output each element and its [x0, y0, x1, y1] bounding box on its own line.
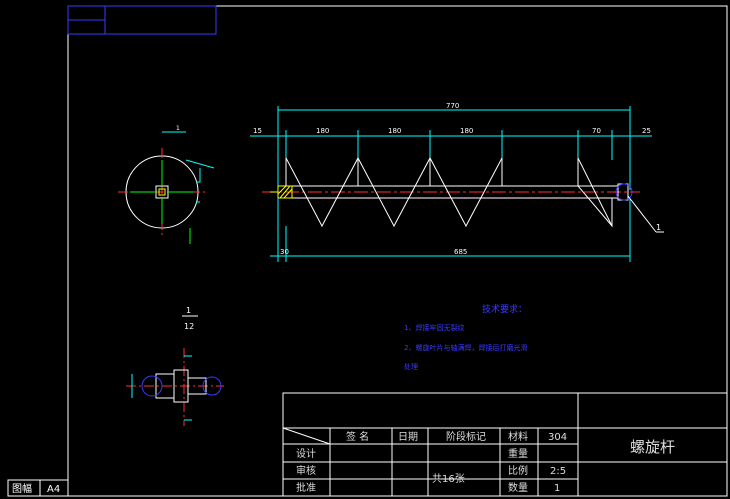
callout-leader [627, 195, 657, 233]
end-view-dim: 1 [176, 125, 180, 132]
tb-review-label: 审核 [296, 464, 316, 477]
dim-right-end: 25 [642, 127, 651, 135]
dim-pitch-2: 180 [388, 127, 401, 135]
tb-weight-label: 重量 [508, 447, 528, 460]
paper-size-label: 图幅 [12, 482, 32, 495]
detail-label-top: 1 [186, 306, 191, 315]
tb-design-label: 设计 [296, 447, 316, 460]
title-block: 签 名 日期 阶段标记 设计 审核 批准 材料 304 重量 比例 2:5 数量… [282, 392, 728, 497]
spiral-flights [285, 156, 503, 228]
tech-item-3: 处理 [404, 362, 418, 371]
dim-bottom-left: 30 [280, 248, 289, 256]
tech-item-1: 1、焊接牢固无裂纹 [404, 323, 464, 332]
dim-bottom-span: 685 [454, 248, 467, 256]
tb-scale-label: 比例 [508, 464, 528, 477]
end-view: 1 [118, 125, 215, 244]
paper-size-box [7, 479, 69, 497]
tb-quantity-value: 1 [554, 483, 560, 494]
tech-item-2: 2、螺旋叶片与轴满焊，焊接后打磨光滑 [404, 343, 527, 352]
dim-pitch-1: 180 [316, 127, 329, 135]
tb-material-label: 材料 [508, 430, 528, 443]
tb-sheets: 共16张 [432, 473, 465, 485]
detail-view: 1 12 [126, 306, 224, 426]
tb-header-name: 签 名 [346, 430, 369, 443]
callout-number: 1 [656, 223, 661, 232]
paper-size-value: A4 [47, 484, 60, 495]
tb-scale-value: 2:5 [550, 466, 566, 477]
tb-material-value: 304 [548, 432, 567, 443]
dim-left-end: 15 [253, 127, 262, 135]
tech-requirements: 技术要求： 1、焊接牢固无裂纹 2、螺旋叶片与轴满焊，焊接后打磨光滑 处理 [404, 303, 527, 371]
tb-approve-label: 批准 [296, 481, 316, 494]
tech-heading: 技术要求： [482, 303, 527, 315]
tb-header-date: 日期 [398, 431, 418, 443]
tb-quantity-label: 数量 [508, 481, 528, 494]
dim-overall: 770 [446, 102, 459, 110]
dim-right-seg: 70 [592, 127, 601, 135]
spiral-end-flight [577, 158, 613, 228]
detail-label-bottom: 12 [184, 322, 194, 331]
dim-pitch-3: 180 [460, 127, 473, 135]
tb-header-stage: 阶段标记 [446, 430, 486, 443]
drawing-frame [67, 5, 728, 497]
main-view: 770 15 180 180 180 70 25 30 [250, 102, 664, 262]
tb-drawing-title: 螺旋杆 [630, 438, 675, 456]
